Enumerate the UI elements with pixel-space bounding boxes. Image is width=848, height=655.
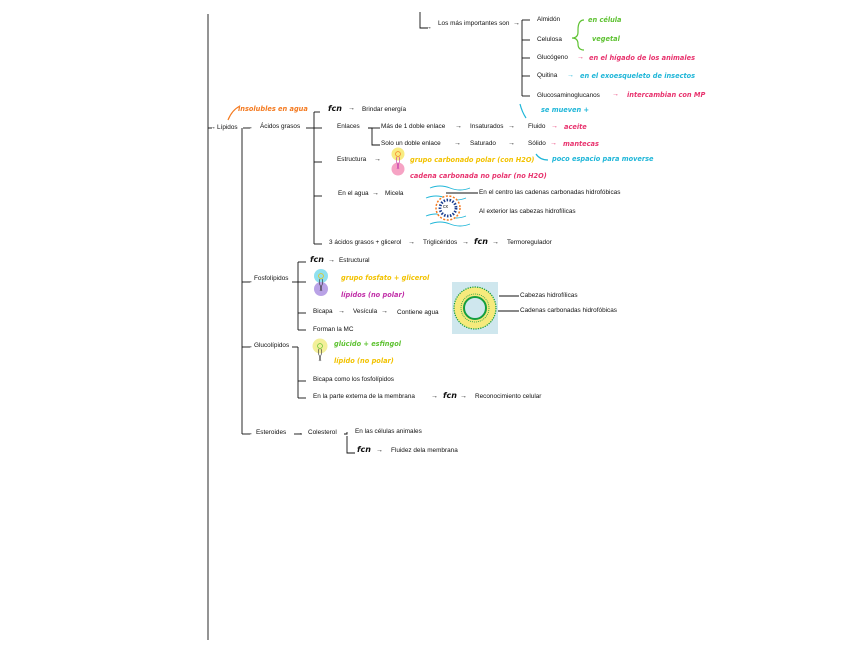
acidos-label: Ácidos grasos xyxy=(260,123,301,130)
glucolipidos-label: Glucolípidos xyxy=(254,342,290,349)
arrow: → xyxy=(460,393,467,400)
arrow: → xyxy=(425,24,432,31)
micela-centro: En el centro las cadenas carbonadas hidr… xyxy=(479,189,621,196)
top-item-glucogeno: Glucógeno xyxy=(537,54,568,61)
arrow: → xyxy=(328,257,335,264)
contiene-agua: Contiene agua xyxy=(397,309,439,316)
estructura-apolar: cadena carbonada no polar (no H2O) xyxy=(410,172,547,180)
micela-exterior: Al exterior las cabezas hidrofílicas xyxy=(479,208,576,215)
solido-note: poco espacio para moverse xyxy=(552,155,654,163)
fluido-note: se mueven + xyxy=(541,106,590,114)
top-item-glucosaminoglucanos: Glucosaminoglucanos xyxy=(537,92,600,99)
note-vegetal-1: en célula xyxy=(588,16,622,24)
vesicle-cadenas: Cadenas carbonadas hidrofóbicas xyxy=(520,307,617,314)
arrow: → xyxy=(567,72,574,79)
arrow: → xyxy=(454,140,461,147)
bicapa-label: Bicapa xyxy=(313,308,333,315)
enlace-row1-b: Insaturados xyxy=(470,123,504,130)
micela-center-label: cx xyxy=(443,204,448,210)
note-glucosaminoglucanos: intercambian con MP xyxy=(627,91,706,99)
trigliceridos-fcn: fcn xyxy=(474,237,488,246)
arrow: → xyxy=(513,20,520,27)
note-glucogeno: en el hígado de los animales xyxy=(589,54,696,62)
gluco-fcn-value: Reconocimiento celular xyxy=(475,393,542,400)
acidos-fcn: fcn xyxy=(328,104,342,113)
note-quitina: en el exoesqueleto de insectos xyxy=(580,72,696,80)
enlace-row1-c: Fluido xyxy=(528,123,546,130)
gluco-head: glúcido + esfingol xyxy=(334,340,401,348)
arrow: → xyxy=(431,393,438,400)
arrow: → xyxy=(408,239,415,246)
arrow: → xyxy=(296,430,303,437)
lipids-note: insolubles en agua xyxy=(238,105,308,113)
top-item-quitina: Quitina xyxy=(537,72,558,79)
top-item-almidon: Almidón xyxy=(537,16,561,23)
arrow: → xyxy=(246,430,253,437)
arrow: → xyxy=(455,123,462,130)
enlace-row1-note: aceite xyxy=(564,123,587,131)
arrow: → xyxy=(381,308,388,315)
fosfolipidos-label: Fosfolípidos xyxy=(254,275,289,282)
fosfo-fcn-value: Estructural xyxy=(339,257,370,264)
colesterol-label: Colesterol xyxy=(308,429,337,436)
phospholipid-icon xyxy=(314,269,328,296)
gluco-bicapa: Bicapa como los fosfolípidos xyxy=(313,376,394,383)
vesicula-label: Vesícula xyxy=(353,308,378,315)
arrow: → xyxy=(372,190,379,197)
arrow: → xyxy=(376,447,383,454)
colesterol-fcn: fcn xyxy=(357,445,371,454)
gluco-fcn: fcn xyxy=(443,391,457,400)
arrow: → xyxy=(246,278,253,285)
arrow: → xyxy=(246,343,253,350)
forman-mc: Forman la MC xyxy=(313,326,354,333)
acidos-fcn-value: Brindar energía xyxy=(362,106,407,113)
trigliceridos-fcn-value: Termoregulador xyxy=(507,239,552,246)
enlace-row2-a: Solo un doble enlace xyxy=(381,140,441,147)
micela-label: Micela xyxy=(385,190,404,197)
enlace-row2-b: Saturado xyxy=(470,140,496,147)
colesterol-celulas: En las células animales xyxy=(355,428,422,435)
glycolipid-icon xyxy=(312,338,328,362)
arrow: → xyxy=(577,54,584,61)
enlaces-label: Enlaces xyxy=(337,123,360,130)
fosfo-fcn: fcn xyxy=(310,255,324,264)
top-item-celulosa: Celulosa xyxy=(537,36,562,43)
fosfo-head: grupo fosfato + glicerol xyxy=(341,274,430,282)
vesicle-cabezas: Cabezas hidrofílicas xyxy=(520,292,578,299)
estructura-label: Estructura xyxy=(337,156,367,163)
arrow: → xyxy=(246,124,253,131)
micelle-illustration xyxy=(425,185,471,227)
esteroides-label: Esteroides xyxy=(256,429,287,436)
agua-label: En el agua xyxy=(338,190,369,197)
top-intro: Los más importantes son xyxy=(438,20,510,27)
colesterol-fcn-value: Fluidez dela membrana xyxy=(391,447,458,454)
arrow: → xyxy=(209,124,216,131)
estructura-polar: grupo carbonado polar (con H2O) xyxy=(410,156,535,164)
arrow: → xyxy=(338,308,345,315)
enlace-row2-note: mantecas xyxy=(563,140,599,148)
arrow: → xyxy=(508,140,515,147)
top-arrow-line xyxy=(419,12,428,29)
arrow: → xyxy=(551,123,558,130)
trigliceridos-formula: 3 ácidos grasos + glicerol xyxy=(329,239,402,246)
fosfo-tail: lípidos (no polar) xyxy=(341,291,405,299)
lipids-label: Lípidos xyxy=(217,124,238,131)
note-vegetal-2: vegetal xyxy=(592,35,620,43)
arrow: → xyxy=(508,123,515,130)
arrow: → xyxy=(462,239,469,246)
gluco-tail: lípido (no polar) xyxy=(334,357,394,365)
trigliceridos-label: Triglicéridos xyxy=(423,239,458,246)
fatty-acid-icon xyxy=(391,147,405,176)
vesicle-illustration xyxy=(452,282,498,334)
arrow: → xyxy=(550,140,557,147)
arrow: → xyxy=(374,156,381,163)
arrow: → xyxy=(348,105,355,112)
arrow: → xyxy=(612,91,619,98)
gluco-parte: En la parte externa de la membrana xyxy=(313,393,415,400)
arrow: → xyxy=(492,239,499,246)
enlace-row2-c: Sólido xyxy=(528,140,546,147)
enlace-row1-a: Más de 1 doble enlace xyxy=(381,123,446,130)
